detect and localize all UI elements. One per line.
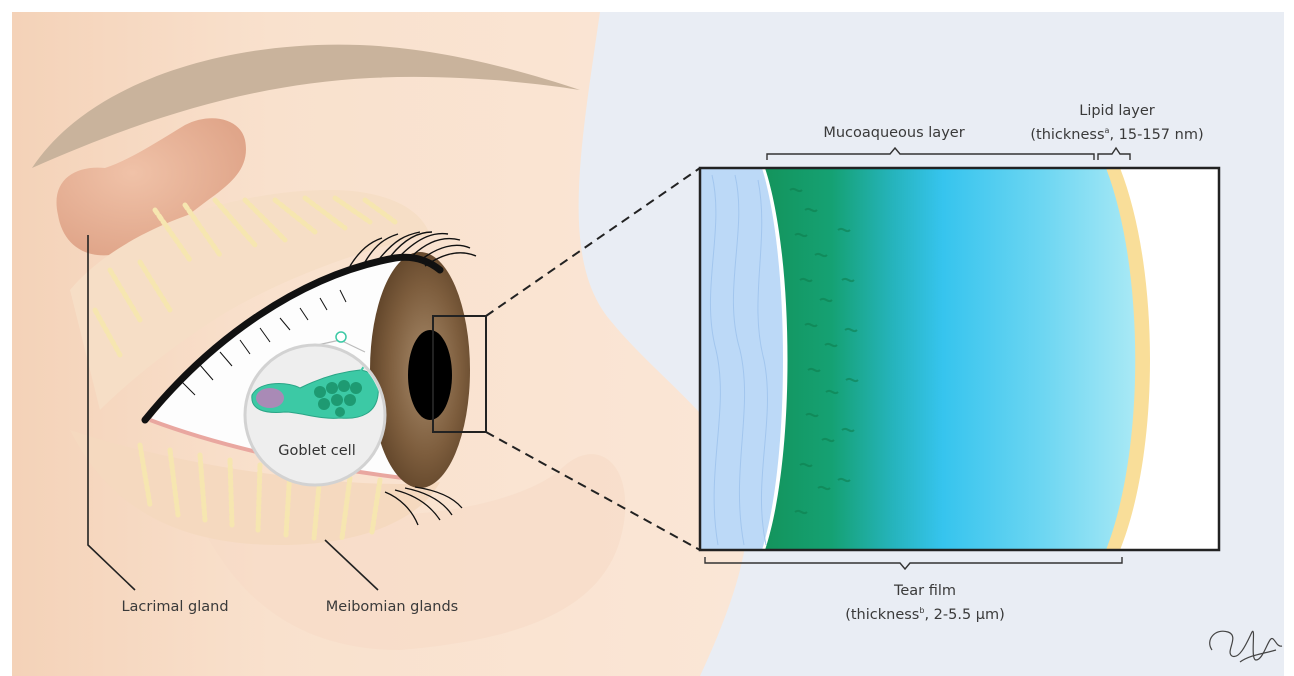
goblet-nucleus bbox=[256, 388, 284, 408]
lipid-layer-label: Lipid layer (thicknessa, 15-157 nm) bbox=[990, 102, 1244, 145]
lacrimal-gland-label: Lacrimal gland bbox=[100, 598, 250, 617]
magnifier-origin bbox=[336, 332, 346, 342]
meibomian-glands-label: Meibomian glands bbox=[312, 598, 472, 617]
mucoaqueous-layer-label: Mucoaqueous layer bbox=[764, 124, 1024, 143]
tear-film-label: Tear film (thicknessb, 2-5.5 µm) bbox=[760, 582, 1090, 625]
lipid-layer-title: Lipid layer bbox=[1079, 103, 1155, 119]
tear-film-mucoaqueous bbox=[765, 168, 1136, 550]
tear-film-title: Tear film bbox=[894, 583, 956, 599]
pupil bbox=[408, 330, 452, 420]
goblet-cell-label: Goblet cell bbox=[262, 442, 372, 461]
